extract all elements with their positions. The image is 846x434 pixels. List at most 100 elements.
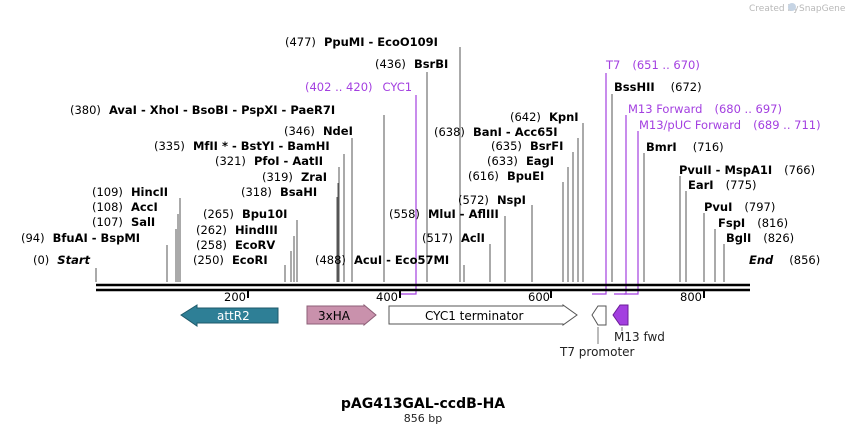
site-label[interactable]: (318) BsaHI — [241, 185, 317, 199]
site-name: AcuI - Eco57MI — [354, 253, 449, 267]
end-position: (856) — [789, 253, 820, 267]
site-label[interactable]: (558)MluI - AflIII — [389, 207, 499, 221]
site-label[interactable]: (94) BfuAI - BspMI — [21, 231, 140, 245]
sequence-backbone[interactable] — [96, 283, 750, 292]
feature-label: CYC1 terminator — [425, 309, 524, 323]
plasmid-title: pAG413GAL-ccdB-HA — [341, 396, 505, 412]
site-position: (380) — [70, 103, 101, 117]
site-position: (318) — [241, 185, 272, 199]
site-position: (109) — [92, 185, 123, 199]
site-name: Bpu10I — [242, 207, 287, 221]
feature-label: T7 promoter — [559, 345, 635, 359]
site-label[interactable]: (346)NdeI — [284, 124, 353, 138]
site-label[interactable]: (380)AvaI - XhoI - BsoBI - PspXI - PaeR7… — [70, 103, 335, 117]
snapgene-watermark[interactable]: Created by SnapGene — [749, 3, 846, 14]
site-label[interactable]: (572)NspI — [458, 193, 526, 207]
site-position: (258) — [196, 238, 227, 252]
site-label[interactable]: (517) AclI — [422, 231, 485, 245]
site-label[interactable]: BmrI(716) — [646, 140, 724, 154]
feature-m13-fwd[interactable]: M13 fwd — [612, 304, 665, 344]
site-name: BsrFI — [530, 139, 563, 153]
start-name: Start — [57, 253, 90, 267]
site-name: PpuMI - EcoO109I — [324, 35, 438, 49]
feature-3xha[interactable]: 3xHA — [306, 303, 377, 327]
feature-label: M13 fwd — [614, 330, 665, 344]
site-label[interactable]: BglI(826) — [726, 231, 794, 245]
primer-range: (689 .. 711) — [753, 118, 821, 132]
primer-name: M13 Forward — [628, 102, 702, 116]
tick-label: 200 — [224, 290, 246, 304]
feature-cyc1-terminator[interactable]: CYC1 terminator — [388, 304, 578, 326]
site-label[interactable]: EarI(775) — [688, 178, 757, 192]
site-label[interactable]: (488) AcuI - Eco57MI — [315, 253, 449, 267]
site-name: KpnI — [549, 110, 579, 124]
site-name: BfuAI - BspMI — [53, 231, 140, 245]
site-label[interactable]: BssHII (672) — [614, 80, 702, 94]
site-label[interactable]: FspI (816) — [718, 216, 788, 230]
site-name: MfII * - BstYI - BamHI — [193, 139, 330, 153]
site-name: HincII — [131, 185, 168, 199]
site-position: (94) — [21, 231, 45, 245]
watermark-text: Created by — [749, 4, 799, 14]
site-position: (766) — [784, 163, 815, 177]
primer-label-m13-forward[interactable]: M13 Forward (680 .. 697) — [628, 102, 782, 116]
feature-t7-promoter[interactable]: T7 promoter — [559, 305, 635, 359]
primer-range: (680 .. 697) — [714, 102, 782, 116]
site-name: EcoRV — [235, 238, 275, 252]
site-label[interactable]: (265) Bpu10I — [203, 207, 287, 221]
primer-label-cyc1[interactable]: (402 .. 420)CYC1 — [305, 80, 412, 94]
site-label[interactable]: (638) BanI - Acc65I — [434, 125, 558, 139]
site-position: (477) — [285, 35, 316, 49]
site-label[interactable]: (633)EagI — [487, 154, 554, 168]
site-label[interactable]: (335)MfII * - BstYI - BamHI — [154, 139, 330, 153]
site-label[interactable]: (616)BpuEI — [468, 169, 544, 183]
tick-label: 400 — [376, 290, 398, 304]
site-name: AclI — [461, 231, 485, 245]
site-label[interactable]: (262)HindIII — [196, 223, 278, 237]
end-name: End — [749, 253, 774, 267]
primer-label-t7[interactable]: T7(651 .. 670) — [605, 58, 700, 72]
site-label[interactable]: PvuI(797) — [704, 200, 775, 214]
primer-range: (651 .. 670) — [632, 58, 700, 72]
site-label[interactable]: (250)EcoRI — [193, 253, 268, 267]
primer-name: CYC1 — [383, 80, 413, 94]
site-position: (816) — [757, 216, 788, 230]
site-label[interactable]: (642)KpnI — [510, 110, 579, 124]
site-name: PvuII - MspA1I — [679, 163, 772, 177]
site-name: FspI — [718, 216, 745, 230]
primer-label-m13-puc-forward[interactable]: M13/pUC Forward(689 .. 711) — [639, 118, 821, 132]
feature-attr2[interactable]: attR2 — [180, 304, 279, 327]
site-name: BsaHI — [280, 185, 317, 199]
site-name: BanI - Acc65I — [473, 125, 558, 139]
tick-label: 800 — [680, 290, 702, 304]
site-label[interactable]: (635) BsrFI — [491, 139, 563, 153]
site-label[interactable]: (319)ZraI — [262, 170, 327, 184]
site-label[interactable]: PvuII - MspA1I (766) — [679, 163, 815, 177]
site-position: (638) — [434, 125, 465, 139]
site-name: NspI — [497, 193, 526, 207]
svg-text:(0)Start: (0) Start — [33, 253, 91, 267]
site-label[interactable]: (436)BsrBI — [375, 57, 448, 71]
right-arrow-icon — [388, 304, 578, 326]
site-position: (265) — [203, 207, 234, 221]
site-position: (517) — [422, 231, 453, 245]
site-label[interactable]: (109) HincII — [92, 185, 168, 199]
site-position: (488) — [315, 253, 346, 267]
site-label[interactable]: (258) EcoRV — [196, 238, 275, 252]
site-position: (672) — [671, 80, 702, 94]
left-arrow-icon — [612, 304, 629, 326]
site-label[interactable]: (107)SalI — [92, 215, 155, 229]
site-name: BssHII — [614, 80, 655, 94]
site-position: (635) — [491, 139, 522, 153]
site-label[interactable]: (477) PpuMI - EcoO109I — [285, 35, 438, 49]
site-name: BglI — [726, 231, 751, 245]
leader-lines — [166, 47, 725, 282]
site-position: (716) — [693, 140, 724, 154]
snapgene-logo-icon — [788, 3, 796, 11]
start-position: (0) — [33, 253, 49, 267]
site-label[interactable]: (108)AccI — [92, 200, 158, 214]
site-label[interactable]: (321)PfoI - AatII — [215, 154, 323, 168]
site-name: HindIII — [235, 223, 278, 237]
site-position: (633) — [487, 154, 518, 168]
